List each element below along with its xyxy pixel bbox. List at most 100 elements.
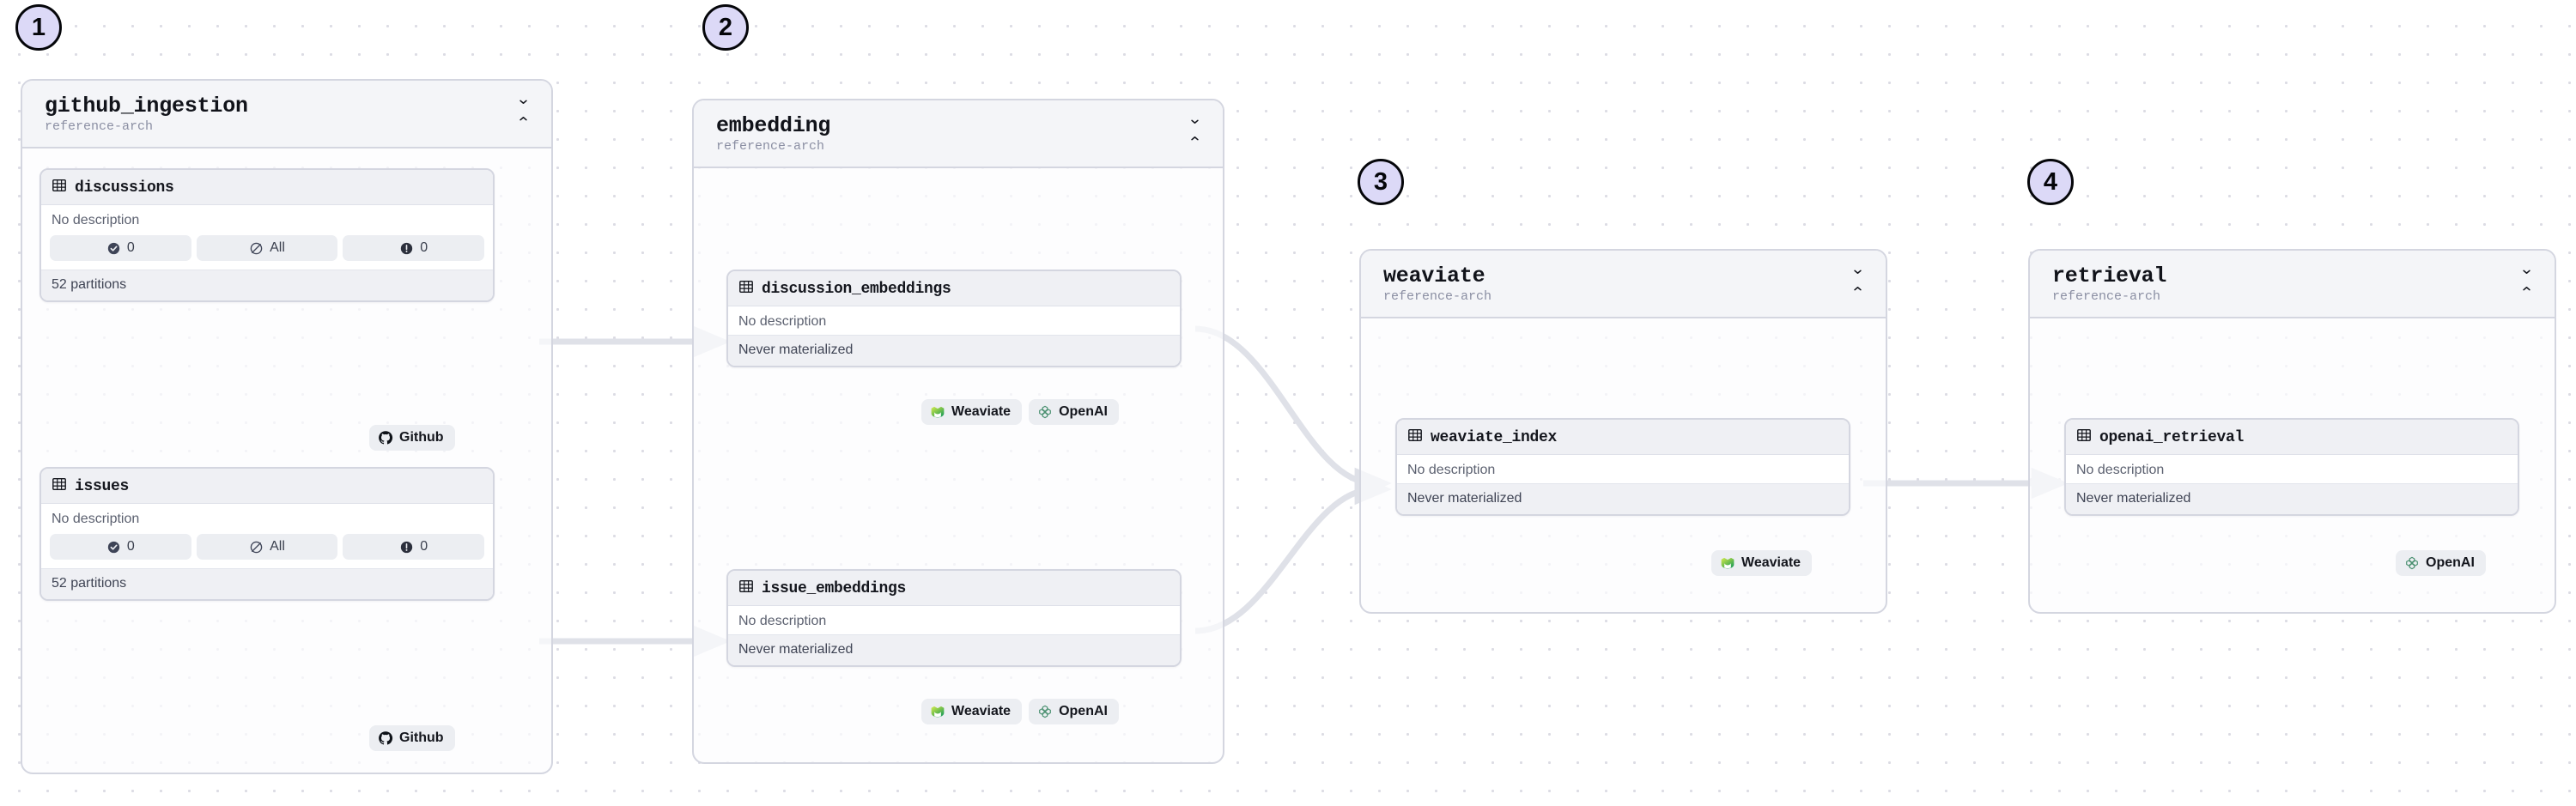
- group-subtitle: reference-arch: [716, 139, 825, 154]
- integration-tag-weaviate[interactable]: Weaviate: [921, 699, 1023, 724]
- integration-tags-openai_retrieval: OpenAI: [2396, 550, 2486, 576]
- integration-tag-openai[interactable]: OpenAI: [2396, 550, 2486, 576]
- status-badge-label: 0: [420, 539, 428, 554]
- asset-description: No description: [41, 504, 493, 532]
- asset-footer-status: 52 partitions: [41, 270, 493, 300]
- asset-name: issues: [75, 477, 130, 495]
- integration-tags-discussion_embeddings: Weaviate OpenAI: [921, 399, 1119, 425]
- asset-description: No description: [728, 606, 1180, 634]
- asset-description: No description: [2066, 455, 2518, 483]
- table-icon: [1407, 427, 1423, 447]
- asset-header: openai_retrieval: [2066, 420, 2518, 455]
- status-badge-alert-circle[interactable]: 0: [343, 235, 485, 261]
- asset-header: discussions: [41, 170, 493, 205]
- integration-tag-label: Weaviate: [951, 404, 1012, 419]
- asset-description: No description: [41, 205, 493, 233]
- check-circle-icon: [106, 241, 121, 256]
- asset-description: No description: [728, 306, 1180, 335]
- asset-header: issues: [41, 469, 493, 504]
- group-title: weaviate: [1383, 264, 1485, 288]
- status-badge-label: All: [270, 539, 285, 554]
- integration-tag-openai[interactable]: OpenAI: [1029, 399, 1119, 425]
- asset-name: discussion_embeddings: [762, 280, 951, 298]
- table-icon: [738, 279, 754, 299]
- asset-footer-status: Never materialized: [1397, 483, 1849, 514]
- status-badge-check-circle[interactable]: 0: [50, 235, 191, 261]
- integration-tag-github[interactable]: Github: [369, 725, 455, 751]
- github-icon: [378, 430, 393, 445]
- integration-tag-label: Weaviate: [951, 704, 1012, 718]
- status-badge-label: 0: [420, 240, 428, 255]
- status-badge-slash-circle[interactable]: All: [196, 534, 338, 560]
- annotation-marker-3: 3: [1358, 159, 1404, 205]
- integration-tag-github[interactable]: Github: [369, 425, 455, 451]
- chevron-collapse-icon[interactable]: [1185, 118, 1204, 142]
- group-body-embedding: [694, 168, 1223, 767]
- openai-icon: [1037, 704, 1053, 719]
- weaviate-icon: [1720, 555, 1735, 571]
- asset-description: No description: [1397, 455, 1849, 483]
- slash-circle-icon: [249, 540, 264, 555]
- annotation-marker-2: 2: [702, 4, 749, 51]
- asset-footer-status: Never materialized: [728, 335, 1180, 366]
- asset-name: weaviate_index: [1431, 428, 1558, 446]
- asset-header: discussion_embeddings: [728, 271, 1180, 306]
- chevron-collapse-icon[interactable]: [513, 98, 532, 122]
- asset-footer-status: Never materialized: [2066, 483, 2518, 514]
- annotation-marker-4: 4: [2027, 159, 2074, 205]
- asset-footer-status: Never materialized: [728, 634, 1180, 665]
- integration-tag-label: OpenAI: [1059, 404, 1108, 419]
- integration-tag-weaviate[interactable]: Weaviate: [1711, 550, 1813, 576]
- integration-tag-weaviate[interactable]: Weaviate: [921, 399, 1023, 425]
- status-badge-alert-circle[interactable]: 0: [343, 534, 485, 560]
- integration-tag-label: Github: [399, 430, 444, 445]
- github-icon: [378, 730, 393, 746]
- table-icon: [52, 476, 67, 496]
- asset-status-badges: 0 All 0: [41, 532, 493, 568]
- group-title: github_ingestion: [45, 94, 248, 118]
- status-badge-check-circle[interactable]: 0: [50, 534, 191, 560]
- annotation-marker-1: 1: [15, 4, 62, 51]
- asset-header: weaviate_index: [1397, 420, 1849, 455]
- chevron-collapse-icon[interactable]: [1848, 268, 1867, 292]
- alert-circle-icon: [399, 241, 414, 256]
- integration-tag-label: OpenAI: [1059, 704, 1108, 718]
- asset-header: issue_embeddings: [728, 571, 1180, 606]
- status-badge-slash-circle[interactable]: All: [196, 235, 338, 261]
- integration-tags-weaviate_index: Weaviate: [1711, 550, 1813, 576]
- weaviate-icon: [930, 704, 945, 719]
- alert-circle-icon: [399, 540, 414, 555]
- integration-tags-discussions: Github: [369, 425, 455, 451]
- asset-name: issue_embeddings: [762, 579, 907, 597]
- integration-tag-label: OpenAI: [2426, 555, 2475, 570]
- slash-circle-icon: [249, 241, 264, 256]
- status-badge-label: 0: [126, 539, 135, 554]
- group-subtitle: reference-arch: [45, 119, 154, 134]
- weaviate-icon: [930, 404, 945, 420]
- integration-tags-issue_embeddings: Weaviate OpenAI: [921, 699, 1119, 724]
- openai-icon: [2404, 555, 2420, 571]
- status-badge-label: 0: [126, 240, 135, 255]
- asset-name: openai_retrieval: [2099, 428, 2245, 446]
- chevron-collapse-icon[interactable]: [2517, 268, 2536, 292]
- integration-tag-label: Github: [399, 730, 444, 745]
- table-icon: [738, 579, 754, 598]
- table-icon: [52, 178, 67, 197]
- table-icon: [2076, 427, 2092, 447]
- integration-tag-openai[interactable]: OpenAI: [1029, 699, 1119, 724]
- asset-status-badges: 0 All 0: [41, 233, 493, 270]
